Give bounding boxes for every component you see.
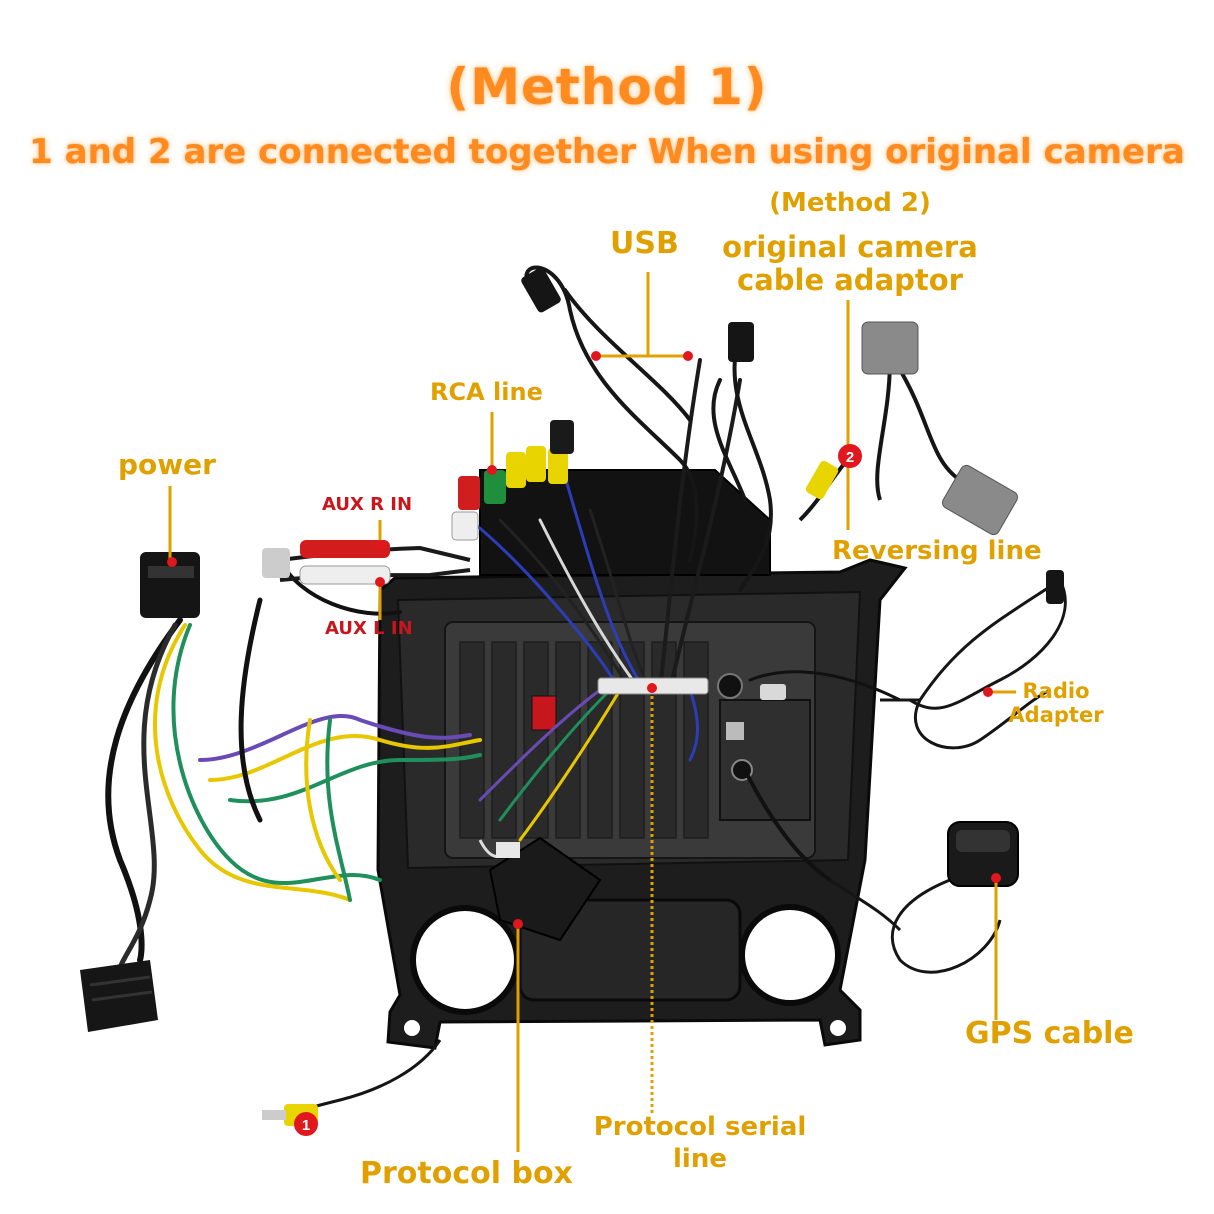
heatsink-fin [555, 641, 581, 839]
radio-adapter-plug [1046, 570, 1064, 604]
aux-cables [262, 540, 471, 585]
rear-wire-bundle [468, 358, 902, 882]
radio-adapter-cable [880, 578, 1067, 750]
gps-antenna [829, 821, 1019, 974]
label-protocol-serial-line1: Protocol serial [593, 1112, 807, 1142]
protocol-box [478, 836, 602, 942]
badge-camera-1: 1 [294, 1112, 318, 1136]
label-method-2: (Method 2) [769, 188, 931, 218]
usb-cables [524, 265, 773, 592]
reverse-camera-cable [289, 1039, 442, 1117]
label-usb: USB [610, 226, 679, 261]
reversing-rca-plug [805, 460, 839, 500]
label-protocol-serial-line2: line [673, 1144, 727, 1174]
rca-connectors [451, 420, 574, 541]
label-radio-adapter-line2: Adapter [1008, 703, 1104, 727]
callout-leaders [168, 272, 1016, 1152]
power-harness [105, 558, 482, 973]
label-power: power [118, 448, 216, 481]
camera-adaptor-plug-bottom [941, 464, 1019, 536]
label-radio-adapter-line1: Radio [1022, 679, 1090, 703]
heatsink-fin [619, 641, 645, 839]
usb-plug-right [728, 322, 754, 362]
badge-camera-1-text: 1 [302, 1117, 310, 1134]
label-reversing-line: Reversing line [832, 536, 1042, 566]
rear-heatsink [444, 621, 816, 859]
badge-camera-2-text: 2 [846, 449, 854, 466]
callout-markers [167, 351, 1001, 929]
page-title: (Method 1) [446, 58, 768, 116]
label-protocol-box: Protocol box [360, 1156, 573, 1191]
label-rca-line: RCA line [430, 378, 543, 406]
usb-plug-left [521, 267, 561, 313]
badge-camera-2: 2 [838, 444, 862, 468]
label-gps-cable: GPS cable [965, 1016, 1134, 1051]
camera-adaptor-plug-top [861, 321, 919, 375]
label-aux-r-in: AUX R IN [322, 494, 413, 515]
label-camera-adaptor-line2: cable adaptor [737, 263, 963, 297]
page-subtitle: 1 and 2 are connected together When usin… [29, 132, 1185, 172]
label-aux-l-in: AUX L IN [325, 618, 413, 639]
label-camera-adaptor-line1: original camera [722, 230, 978, 264]
heatsink-fin [491, 641, 517, 839]
